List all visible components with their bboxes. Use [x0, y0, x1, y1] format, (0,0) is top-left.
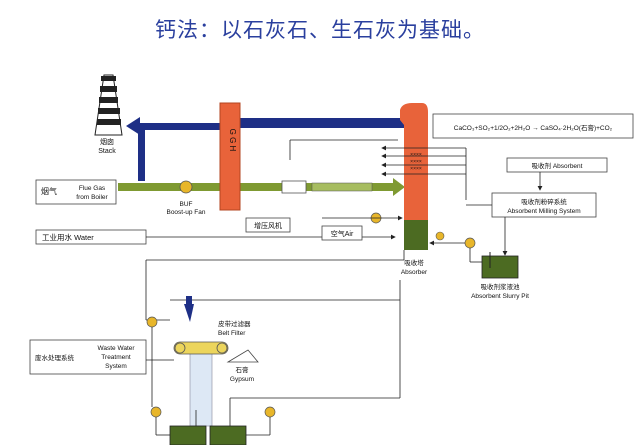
gypsum-slurry-line	[145, 250, 405, 321]
air-box	[321, 225, 363, 241]
reaction-equation: CaCO₃+SO₂+1/2O₂+2H₂O → CaSO₄·2H₂O(石膏)+CO…	[454, 123, 613, 132]
wastewater-box	[29, 339, 147, 375]
flue-gas-label-cn: 烟气	[41, 186, 57, 196]
absorbent-label: 吸收剂 Absorbent	[532, 161, 583, 170]
ggh-heat-exchanger	[219, 102, 241, 211]
slurry-pump-icon	[464, 237, 476, 249]
absorber-label-cn: 吸收塔	[404, 258, 424, 267]
booster-fan-label: 增压风机	[254, 221, 282, 230]
booster-fan-box	[245, 217, 291, 233]
slurry-pit-label-cn: 吸收剂浆液池	[481, 282, 521, 291]
filtrate-pump-icon	[150, 406, 162, 418]
boost-up-fan-label: Boost-up Fan	[166, 209, 205, 216]
stack-label-cn: 烟囱	[100, 137, 114, 146]
absorbent-slurry-pit	[481, 252, 519, 279]
absorbent-box	[506, 157, 608, 173]
milling-system-box	[491, 192, 597, 218]
milling-label-cn: 吸收剂粉碎系统	[521, 197, 567, 206]
ggh-label: G G H	[228, 129, 237, 152]
stack-label-en: Stack	[98, 148, 116, 155]
belt-filter-label-cn: 皮带过滤器	[218, 319, 251, 328]
flue-gas-duct	[118, 178, 405, 196]
bottom-tanks	[169, 300, 401, 445]
flue-gas-label-en1: Flue Gas	[79, 185, 106, 192]
slurry-pit-label-en: Absorbent Slurry Pit	[471, 293, 529, 300]
svg-text:××××: ××××	[410, 152, 422, 158]
gypsum-label-cn: 石膏	[236, 365, 250, 374]
stack	[94, 74, 123, 136]
wastewater-label-en1: Waste Water	[97, 345, 135, 352]
buf-label: BUF	[180, 201, 193, 208]
gypsum-pump-icon	[146, 316, 158, 328]
belt-filter-label-en: Belt Filter	[218, 330, 246, 337]
svg-text:××××: ××××	[410, 159, 422, 165]
milling-label-en: Absorbent Milling System	[507, 208, 580, 215]
reaction-box	[432, 113, 634, 139]
absorber-agitator-icon	[435, 231, 445, 241]
diagram-title: 钙法：以石灰石、生石灰为基础。	[155, 18, 485, 42]
wastewater-label-en3: System	[105, 363, 127, 370]
svg-text:××××: ××××	[410, 166, 422, 172]
flue-gas-label-en2: from Boiler	[76, 194, 108, 201]
return-pump-icon	[264, 406, 276, 418]
spray-lines	[289, 139, 467, 200]
belt-filter	[173, 296, 229, 427]
gypsum-pile	[226, 349, 259, 363]
wastewater-label-en2: Treatment	[101, 354, 131, 361]
clean-gas-duct	[126, 111, 405, 181]
flue-gas-box	[35, 179, 117, 205]
air-label: 空气Air	[331, 229, 354, 238]
industrial-water-label: 工业用水 Water	[42, 232, 94, 242]
gypsum-label-en: Gypsum	[230, 376, 254, 383]
wastewater-label-cn: 废水处理系统	[35, 353, 75, 362]
absorber-tower: ×××× ×××× ××××	[400, 103, 428, 250]
absorber-label-en: Absorber	[401, 269, 428, 276]
boost-up-fan-icon	[179, 180, 193, 194]
